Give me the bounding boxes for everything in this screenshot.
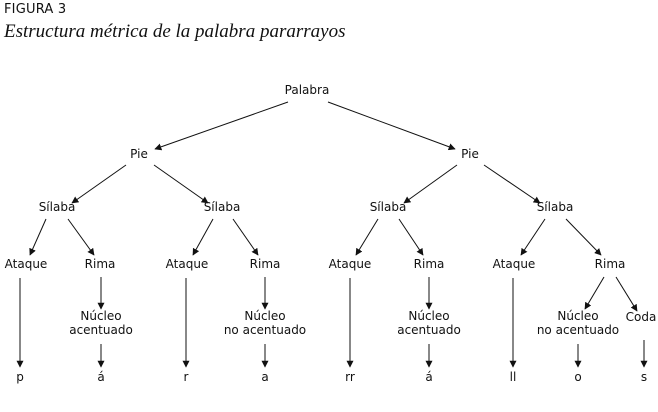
node-seg-p: p xyxy=(16,370,24,384)
node-ataque-1: Ataque xyxy=(5,257,48,271)
node-seg-r: r xyxy=(184,370,189,384)
node-nucleo-1-line-2: acentuado xyxy=(69,323,133,337)
node-silaba-4: Sílaba xyxy=(537,200,574,214)
edge-pie-right-to-silaba-3 xyxy=(403,164,458,204)
node-silaba-3: Sílaba xyxy=(370,200,407,214)
edge-rima-4-to-nucleo-4 xyxy=(584,276,605,310)
edge-silaba-4-to-ataque-4 xyxy=(520,218,546,256)
figure-label: FIGURA 3 xyxy=(4,2,67,17)
edge-silaba-3-to-ataque-3 xyxy=(355,218,379,256)
edge-silaba-2-to-rima-2 xyxy=(232,218,259,256)
edge-pie-left-to-silaba-2 xyxy=(153,164,209,204)
node-nucleo-4-line-2: no acentuado xyxy=(537,323,619,337)
node-silaba-2: Sílaba xyxy=(204,200,241,214)
node-nucleo-2-line-1: Núcleo xyxy=(244,309,285,323)
node-ataque-2: Ataque xyxy=(166,257,209,271)
node-seg-s: s xyxy=(641,370,647,384)
node-rima-1: Rima xyxy=(85,257,116,271)
edge-rima-4-to-coda-4 xyxy=(615,276,638,312)
node-pie-left: Pie xyxy=(130,147,148,161)
node-nucleo-2-line-2: no acentuado xyxy=(224,323,306,337)
node-rima-4: Rima xyxy=(595,257,626,271)
node-nucleo-4-line-1: Núcleo xyxy=(557,309,598,323)
node-nucleo-3-line-2: acentuado xyxy=(397,323,461,337)
node-seg-o: o xyxy=(574,370,581,384)
node-seg-a3: á xyxy=(425,370,432,384)
node-seg-rr: rr xyxy=(345,370,355,384)
node-seg-ll: ll xyxy=(510,370,517,384)
node-silaba-1: Sílaba xyxy=(39,200,76,214)
edge-silaba-4-to-rima-4 xyxy=(565,218,602,256)
node-rima-2: Rima xyxy=(250,257,281,271)
edge-silaba-3-to-rima-3 xyxy=(398,218,424,256)
node-pie-right: Pie xyxy=(461,147,479,161)
tree-edges xyxy=(16,101,648,368)
node-root: Palabra xyxy=(285,83,330,97)
edge-silaba-1-to-rima-1 xyxy=(67,218,95,256)
edge-pie-left-to-silaba-1 xyxy=(71,164,127,204)
edge-root-to-pie-right xyxy=(327,101,456,151)
node-nucleo-1-line-1: Núcleo xyxy=(80,309,121,323)
node-ataque-3: Ataque xyxy=(329,257,372,271)
node-coda-4: Coda xyxy=(626,310,657,324)
node-nucleo-3-line-1: Núcleo xyxy=(408,309,449,323)
edge-silaba-2-to-ataque-2 xyxy=(192,218,214,256)
edge-silaba-1-to-ataque-1 xyxy=(29,218,47,256)
node-rima-3: Rima xyxy=(414,257,445,271)
edge-root-to-pie-left xyxy=(154,101,289,151)
figure-title: Estructura métrica de la palabra pararra… xyxy=(4,21,346,42)
node-seg-a1: á xyxy=(97,370,104,384)
node-seg-a2: a xyxy=(261,370,268,384)
edge-pie-right-to-silaba-4 xyxy=(483,164,541,204)
node-ataque-4: Ataque xyxy=(493,257,536,271)
